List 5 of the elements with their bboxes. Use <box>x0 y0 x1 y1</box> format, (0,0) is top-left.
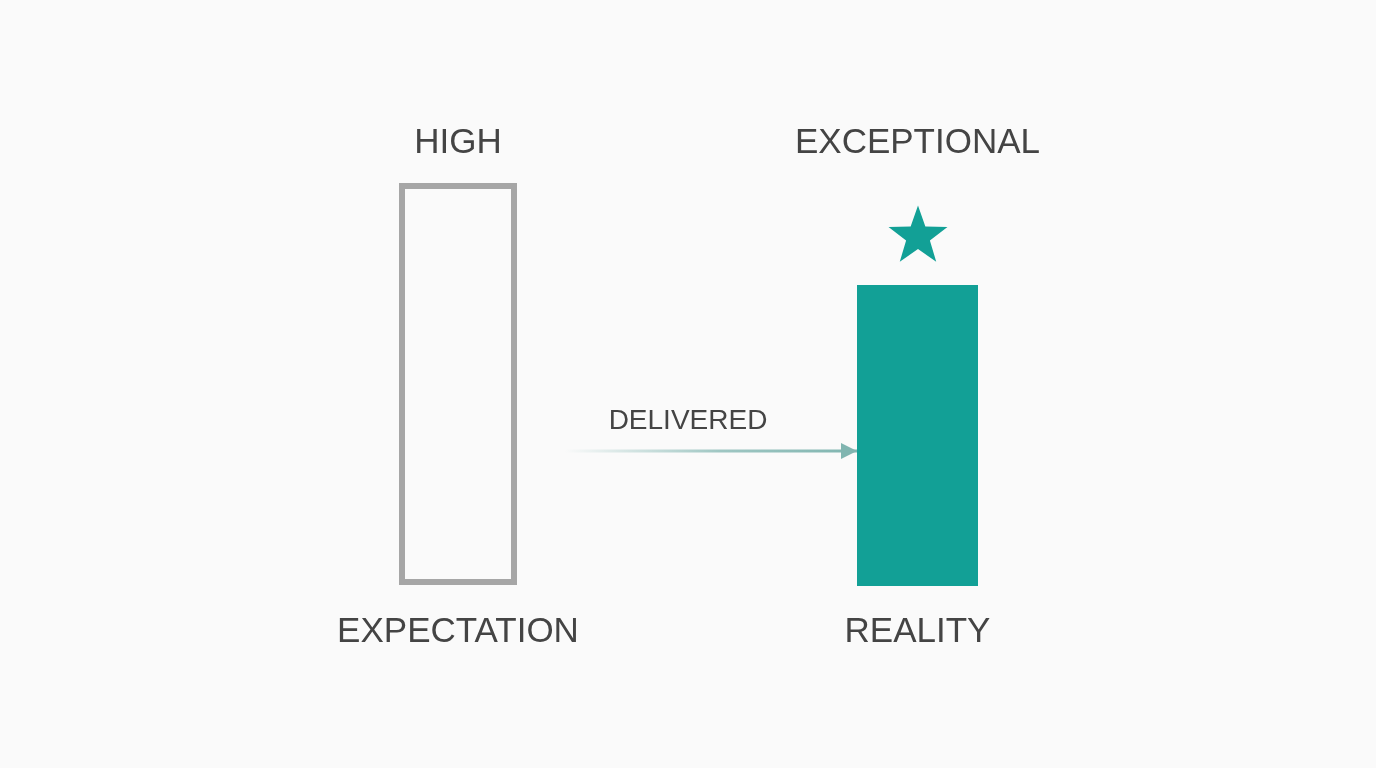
edge-label: DELIVERED <box>607 404 769 436</box>
bar-label: REALITY <box>843 610 992 650</box>
bar-heading: EXCEPTIONAL <box>793 121 1042 161</box>
bar-heading: HIGH <box>413 121 503 161</box>
bar-label: EXPECTATION <box>336 610 580 650</box>
